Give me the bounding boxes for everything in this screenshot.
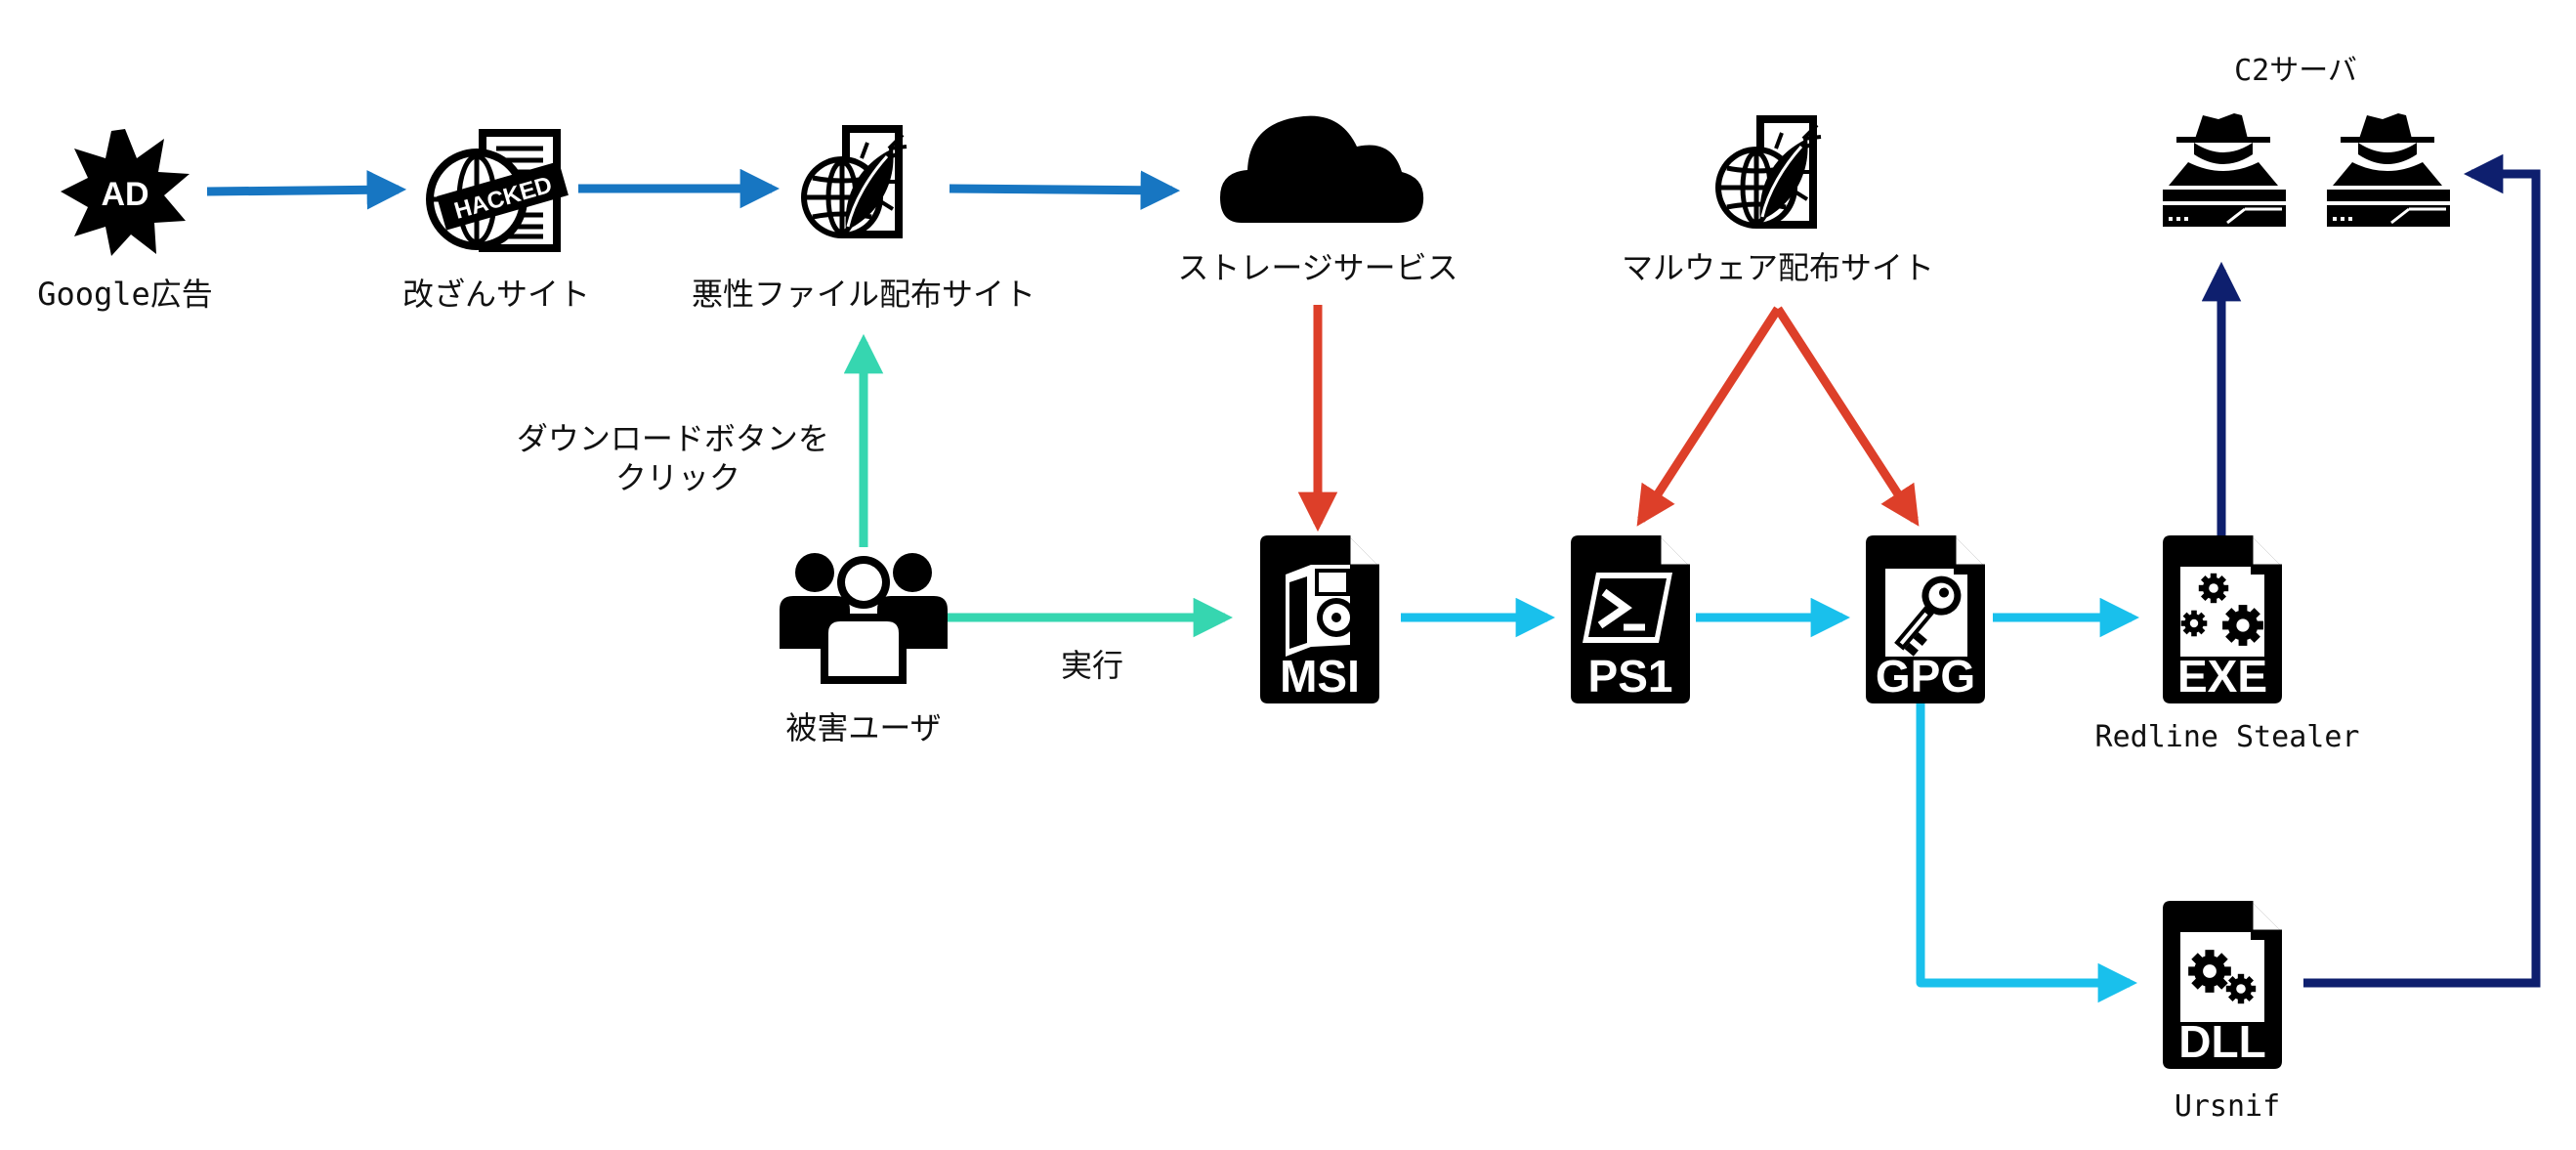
victim-node: 被害ユーザ [780,553,948,746]
edge-dll-to-c2 [2303,153,2541,988]
msi-node: MSI [1260,535,1379,703]
storage-label: ストレージサービス [1177,249,1457,286]
malware-site-label: マルウェア配布サイト [1622,249,1934,286]
gears-file-icon: EXE [2163,535,2282,703]
ps1-node: PS1 [1571,535,1690,703]
c2-node: C2サーバ [2161,54,2452,229]
hacked-site-node: HACKED 改ざんサイト [402,129,590,313]
hacked-site-label: 改ざんサイト [402,276,590,313]
ad-badge: AD [101,176,148,213]
click-download-label-line1: ダウンロードボタンを [517,420,829,457]
powershell-file-icon: PS1 [1571,535,1690,703]
dll-label: Ursnif [2175,1089,2280,1124]
ps1-badge: PS1 [1588,651,1673,702]
click-download-label-line2: クリック [615,459,740,496]
victim-label: 被害ユーザ [785,709,941,746]
malware-site-node: マルウェア配布サイト [1622,115,1934,286]
hacked-document-icon: HACKED [426,129,569,252]
edges [206,153,2541,1003]
malicious-site-node: 悪性ファイル配布サイト [692,125,1035,313]
gpg-node: GPG [1866,535,1985,703]
edge-malicious-site-to-storage [949,170,1181,210]
key-file-icon: GPG [1866,535,1985,703]
gpg-badge: GPG [1876,651,1975,702]
hacker-server-icon [2161,111,2288,229]
exe-node: EXE Redline Stealer [2095,535,2360,754]
gears-file-icon: DLL [2163,901,2282,1069]
cloud-icon [1220,115,1424,223]
ad-burst-icon: AD [61,129,190,256]
google-ad-node: AD Google広告 [37,129,213,313]
google-ad-label: Google広告 [37,276,213,313]
edge-gpg-to-dll [1916,702,2138,1003]
edge-ad-to-hacked [206,170,407,210]
edge-malware-site-to-ps1 [1636,306,1782,527]
globe-bug-document-icon [801,125,907,238]
exe-badge: EXE [2177,651,2267,702]
exe-label: Redline Stealer [2095,720,2360,754]
click-download-label: ダウンロードボタンを クリック [517,420,839,496]
dll-badge: DLL [2178,1016,2265,1067]
storage-node: ストレージサービス [1177,115,1458,286]
msi-file-icon: MSI [1260,535,1379,703]
hacker-server-icon [2325,111,2452,229]
c2-label: C2サーバ [2234,54,2357,88]
dll-node: DLL Ursnif [2163,901,2282,1124]
edge-malware-site-to-gpg [1774,306,1920,527]
users-group-icon [780,553,948,684]
globe-bug-document-icon [1715,115,1821,229]
msi-badge: MSI [1280,651,1360,702]
malicious-site-label: 悪性ファイル配布サイト [692,276,1035,313]
execute-label: 実行 [1061,647,1123,684]
